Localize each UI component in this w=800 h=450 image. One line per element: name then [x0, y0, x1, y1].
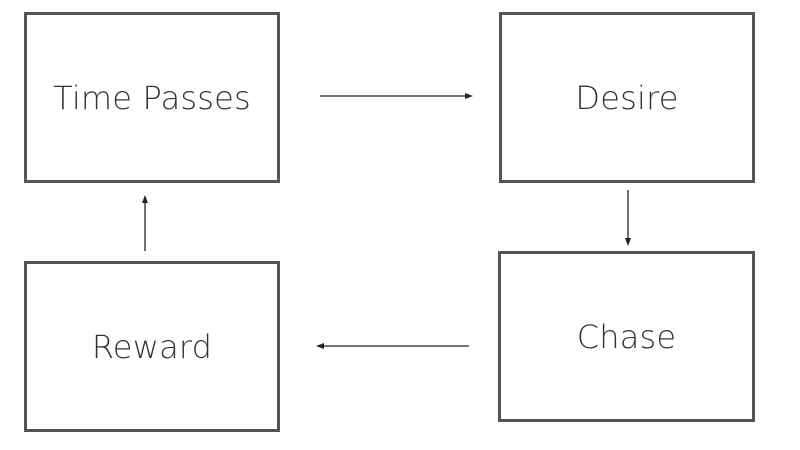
node-label-desire: Desire: [575, 78, 679, 117]
node-chase: Chase: [498, 251, 755, 422]
node-desire: Desire: [499, 12, 755, 183]
arrow-desire-to-chase: [625, 190, 631, 246]
arrow-time-passes-to-desire: [320, 93, 473, 99]
node-reward: Reward: [24, 261, 280, 432]
arrow-reward-to-time-passes: [142, 195, 148, 251]
node-label-time-passes: Time Passes: [53, 78, 251, 117]
node-label-chase: Chase: [576, 317, 677, 356]
node-label-reward: Reward: [91, 327, 213, 366]
arrow-chase-to-reward: [316, 343, 469, 349]
node-time-passes: Time Passes: [24, 12, 280, 183]
